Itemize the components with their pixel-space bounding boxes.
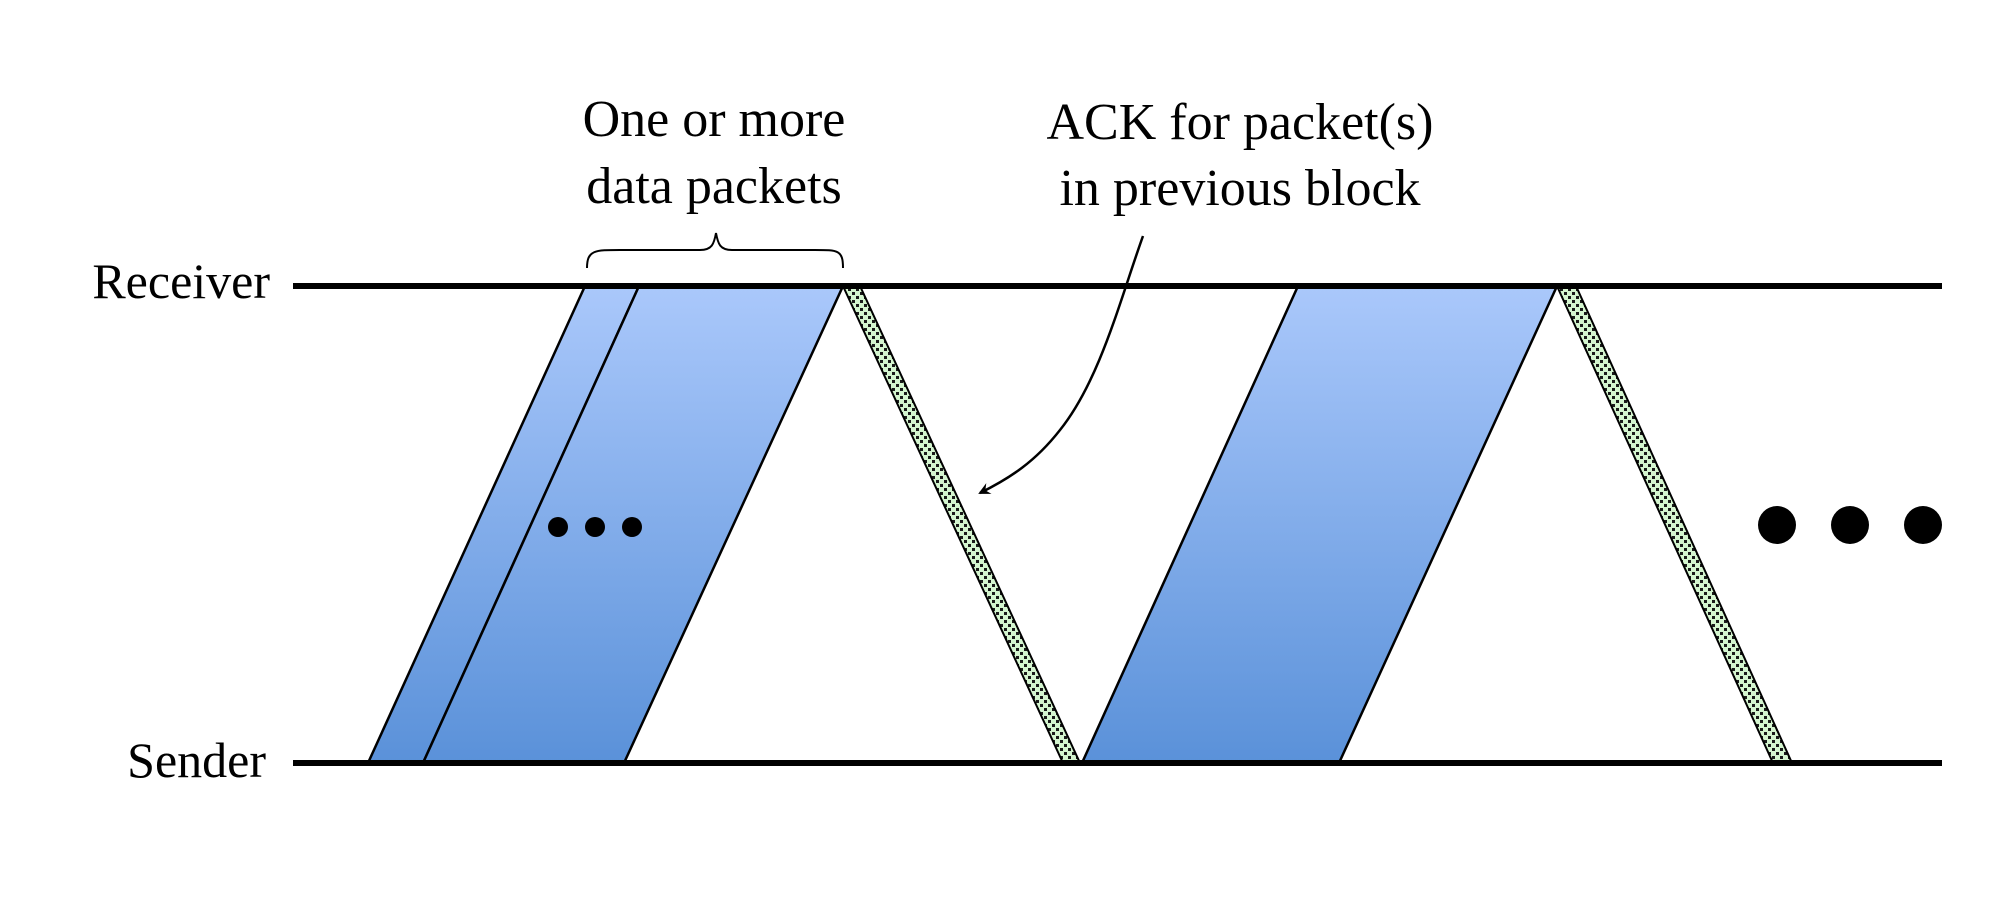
receiver-label: Receiver [92,253,270,309]
data-packets-label-line1: One or more [583,91,846,148]
ellipsis-dot-1 [548,517,568,537]
ack-2 [1555,285,1794,764]
data-block-1 [366,284,845,765]
continuation-dot-3 [1904,506,1942,544]
ack-pointer-arrow [978,235,1145,495]
data-packets-brace [586,232,844,269]
sender-label: Sender [127,732,266,788]
ack-label-line1: ACK for packet(s) [1047,94,1434,151]
continuation-dot-1 [1758,506,1796,544]
ack-label-line2: in previous block [1059,160,1420,217]
ellipsis-dot-3 [622,517,642,537]
continuation-dot-2 [1831,506,1869,544]
data-block-2 [1080,284,1559,765]
ack-1 [841,285,1082,764]
ellipsis-dot-2 [585,517,605,537]
continuation-ellipsis [1758,506,1942,544]
data-packets-label-line2: data packets [586,158,842,215]
